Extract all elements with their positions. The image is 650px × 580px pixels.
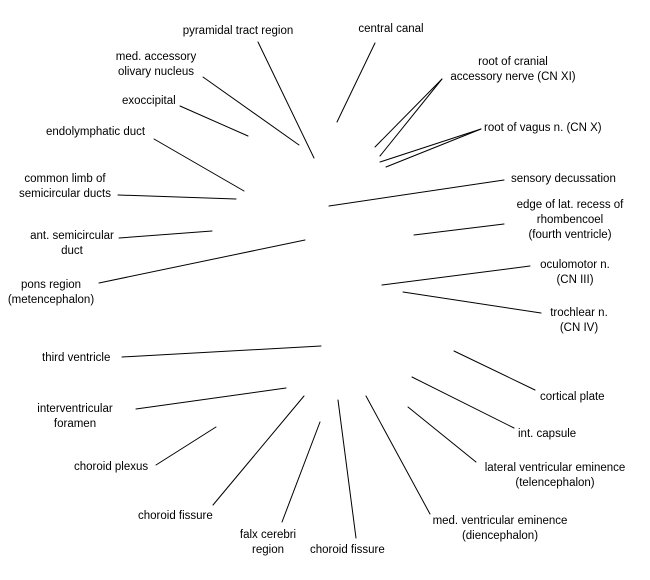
leader-oculomotor bbox=[381, 265, 531, 286]
label-med-ventricular-eminence-line-1: med. ventricular eminence bbox=[432, 515, 568, 527]
label-edge-lat-recess-line-2: rhombencoel bbox=[536, 214, 604, 226]
leader-med-ventricular bbox=[365, 395, 431, 515]
label-falx-cerebri-region-line-1: falx cerebri bbox=[239, 529, 297, 541]
leader-choroid-fissure-left bbox=[212, 395, 305, 506]
label-oculomotor-n-line-1: oculomotor n. bbox=[540, 259, 610, 271]
label-med-ventricular-eminence-line-2: (diencephalon) bbox=[461, 530, 539, 542]
label-edge-lat-recess-line-1: edge of lat. recess of bbox=[516, 199, 624, 211]
label-med-accessory-olivary-nucleus-line-2: olivary nucleus bbox=[117, 66, 195, 78]
label-endolymphatic-duct: endolymphatic duct bbox=[46, 125, 145, 140]
label-oculomotor-n: oculomotor n. (CN III) bbox=[525, 258, 625, 288]
label-third-ventricle: third ventricle bbox=[42, 351, 110, 366]
label-common-limb-semicircular-ducts-line-2: semicircular ducts bbox=[18, 188, 112, 200]
label-sensory-decussation-line-1: sensory decussation bbox=[511, 173, 616, 185]
label-med-accessory-olivary-nucleus: med. accessory olivary nucleus bbox=[96, 50, 216, 80]
label-root-cranial-accessory-nerve: root of cranial accessory nerve (CN XI) bbox=[438, 55, 588, 85]
leader-lateral-ventricular bbox=[407, 406, 477, 463]
label-lateral-ventricular-eminence-line-1: lateral ventricular eminence bbox=[484, 462, 626, 474]
label-falx-cerebri-region: falx cerebri region bbox=[228, 528, 308, 558]
leader-interventricular bbox=[135, 387, 287, 410]
label-oculomotor-n-line-2: (CN III) bbox=[556, 274, 594, 286]
label-sensory-decussation: sensory decussation bbox=[511, 172, 616, 187]
leader-root-cn-xi-a bbox=[374, 78, 443, 148]
label-cortical-plate-line-1: cortical plate bbox=[540, 391, 605, 403]
label-pons-region-line-1: pons region bbox=[20, 279, 82, 291]
leader-choroid-fissure-bottom bbox=[337, 399, 357, 539]
label-int-capsule: int. capsule bbox=[518, 427, 576, 442]
leader-endolymphatic bbox=[153, 138, 245, 192]
leader-common-limb bbox=[117, 194, 237, 200]
label-interventricular-foramen-line-1: interventricular bbox=[37, 403, 113, 415]
label-interventricular-foramen-line-2: foramen bbox=[53, 418, 97, 430]
label-ant-semicircular-duct: ant. semicircular duct bbox=[20, 229, 124, 259]
leader-int-capsule bbox=[411, 376, 515, 429]
label-trochlear-n: trochlear n. (CN IV) bbox=[532, 306, 626, 336]
label-endolymphatic-duct-line-1: endolymphatic duct bbox=[46, 126, 146, 138]
label-edge-lat-recess-line-3: (fourth ventricle) bbox=[528, 229, 612, 241]
label-root-vagus: root of vagus n. (CN X) bbox=[484, 121, 602, 136]
label-third-ventricle-line-1: third ventricle bbox=[42, 352, 111, 364]
label-exoccipital: exoccipital bbox=[122, 94, 176, 109]
leader-root-cn-x-a bbox=[379, 128, 482, 163]
leader-central-canal bbox=[336, 42, 376, 123]
label-trochlear-n-line-2: (CN IV) bbox=[559, 322, 599, 334]
label-common-limb-semicircular-ducts-line-1: common limb of bbox=[24, 173, 106, 185]
leader-third-ventricle bbox=[121, 345, 322, 358]
leader-sensory-decussation bbox=[328, 179, 505, 207]
leader-cortical-plate bbox=[453, 350, 536, 391]
label-int-capsule-line-1: int. capsule bbox=[518, 428, 577, 440]
label-lateral-ventricular-eminence: lateral ventricular eminence (telencephal… bbox=[474, 461, 636, 491]
leader-root-cn-xi-b bbox=[379, 78, 443, 157]
label-pyramidal-tract-region: pyramidal tract region bbox=[168, 24, 308, 39]
label-cortical-plate: cortical plate bbox=[540, 390, 605, 405]
label-pons-region-line-2: (metencephalon) bbox=[7, 294, 95, 306]
label-ant-semicircular-duct-line-2: duct bbox=[61, 245, 83, 257]
label-choroid-fissure-bottom: choroid fissure bbox=[310, 543, 385, 558]
leader-exoccipital bbox=[179, 105, 249, 137]
leader-edge-lat-recess bbox=[413, 223, 505, 236]
label-exoccipital-line-1: exoccipital bbox=[122, 95, 176, 107]
label-falx-cerebri-region-line-2: region bbox=[252, 544, 284, 556]
leader-choroid-plexus bbox=[155, 426, 217, 466]
leader-med-accessory-olivary bbox=[202, 76, 300, 146]
label-central-canal: central canal bbox=[346, 22, 436, 37]
label-med-accessory-olivary-nucleus-line-1: med. accessory bbox=[115, 51, 197, 63]
label-ant-semicircular-duct-line-1: ant. semicircular bbox=[30, 230, 114, 242]
label-edge-lat-recess: edge of lat. recess of rhombencoel (fourth… bbox=[500, 198, 640, 243]
leader-pyramidal-tract bbox=[257, 41, 315, 159]
leader-falx-cerebri bbox=[281, 421, 321, 523]
label-central-canal-line-1: central canal bbox=[358, 23, 424, 35]
label-interventricular-foramen: interventricular foramen bbox=[20, 402, 130, 432]
leader-trochlear bbox=[402, 291, 542, 314]
label-med-ventricular-eminence: med. ventricular eminence (diencephalon) bbox=[420, 514, 580, 544]
label-trochlear-n-line-1: trochlear n. bbox=[550, 307, 608, 319]
label-choroid-fissure-left-line-1: choroid fissure bbox=[138, 510, 213, 522]
label-choroid-fissure-left: choroid fissure bbox=[138, 509, 213, 524]
label-root-cranial-accessory-nerve-line-2: accessory nerve (CN XI) bbox=[450, 71, 576, 83]
label-choroid-plexus-line-1: choroid plexus bbox=[74, 461, 149, 473]
label-pons-region: pons region (metencephalon) bbox=[0, 278, 102, 308]
leader-ant-semicircular bbox=[118, 230, 213, 239]
label-choroid-plexus: choroid plexus bbox=[74, 460, 148, 475]
leader-root-cn-x-b bbox=[385, 128, 482, 168]
label-root-vagus-line-1: root of vagus n. (CN X) bbox=[484, 122, 602, 134]
label-lateral-ventricular-eminence-line-2: (telencephalon) bbox=[515, 477, 595, 489]
label-root-cranial-accessory-nerve-line-1: root of cranial bbox=[478, 56, 548, 68]
label-pyramidal-tract-region-line-1: pyramidal tract region bbox=[182, 25, 294, 37]
label-choroid-fissure-bottom-line-1: choroid fissure bbox=[310, 544, 385, 556]
leader-pons bbox=[98, 239, 306, 284]
label-common-limb-semicircular-ducts: common limb of semicircular ducts bbox=[4, 172, 126, 202]
